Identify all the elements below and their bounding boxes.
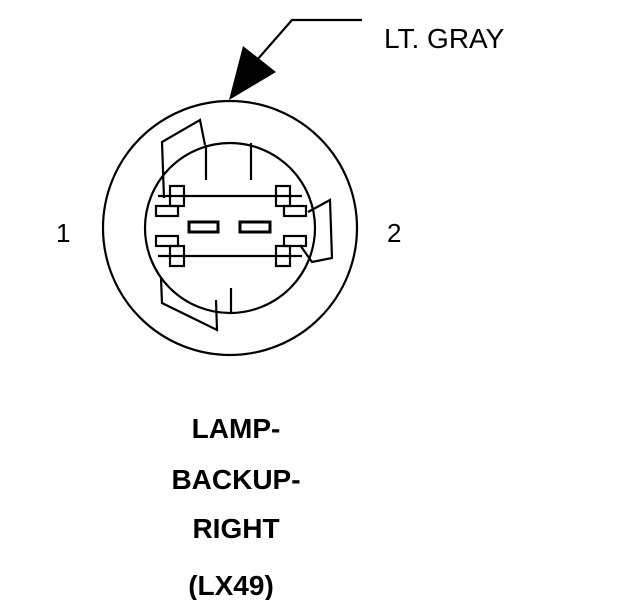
leader-arrowhead: [229, 46, 276, 100]
title-line-1: LAMP-: [192, 413, 281, 444]
component-title: LAMP- BACKUP- RIGHT (LX49): [171, 413, 300, 600]
pin-label-2: 2: [387, 218, 401, 248]
connector-inner-face: [143, 141, 317, 315]
locking-tab-top: [160, 118, 207, 199]
wire-color-label: LT. GRAY: [384, 23, 505, 54]
title-line-2: BACKUP-: [171, 464, 300, 495]
connector-outer-ring: [101, 99, 359, 357]
component-code: (LX49): [188, 570, 274, 600]
right-key-blocks: [274, 184, 308, 268]
title-line-3: RIGHT: [192, 513, 279, 544]
wire-color-leader: [229, 18, 362, 100]
terminal-slot-1: [187, 220, 220, 234]
locking-tab-right: [299, 198, 334, 264]
pin-label-1: 1: [56, 218, 70, 248]
left-key-blocks: [154, 184, 186, 268]
terminal-slot-2: [238, 220, 272, 234]
locking-tab-bottom: [159, 277, 219, 332]
